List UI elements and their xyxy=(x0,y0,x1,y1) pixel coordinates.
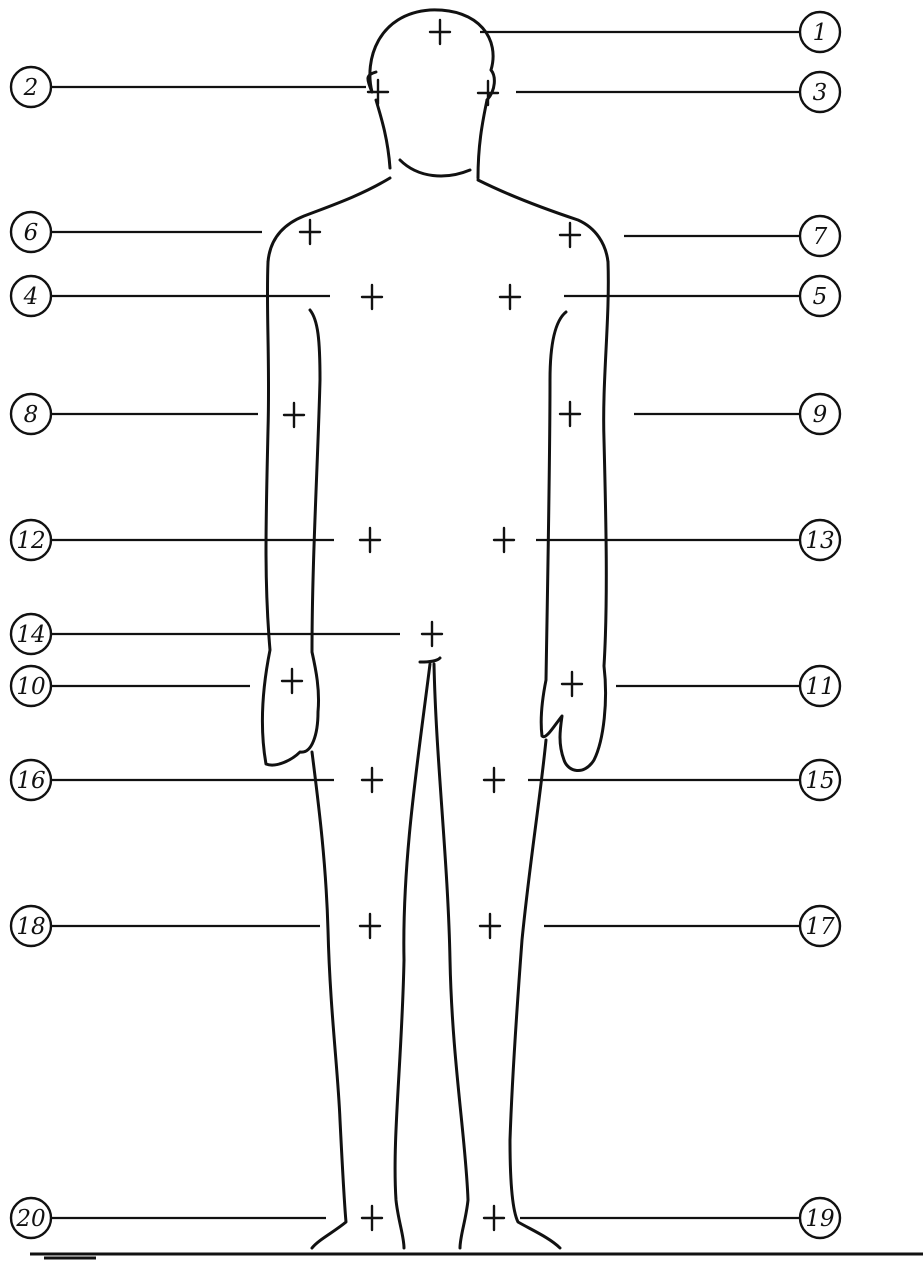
head-outline xyxy=(368,10,494,100)
point-label-19: 19 xyxy=(800,1198,840,1238)
face-outline xyxy=(376,100,487,178)
point-label-14: 14 xyxy=(11,614,51,654)
measurement-cross-17 xyxy=(480,914,500,938)
point-label-11: 11 xyxy=(800,666,840,706)
point-label-text: 15 xyxy=(805,768,834,794)
right-arm-outline xyxy=(541,262,608,771)
measurement-cross-16 xyxy=(362,768,382,792)
point-label-20: 20 xyxy=(11,1198,51,1238)
point-label-text: 12 xyxy=(16,528,45,554)
point-label-15: 15 xyxy=(800,760,840,800)
leader-lines xyxy=(52,32,800,1218)
point-label-text: 13 xyxy=(805,528,834,554)
point-label-17: 17 xyxy=(800,906,840,946)
point-label-18: 18 xyxy=(11,906,51,946)
point-label-6: 6 xyxy=(11,212,51,252)
point-label-text: 6 xyxy=(24,220,39,246)
measurement-cross-12 xyxy=(360,528,380,552)
point-label-text: 16 xyxy=(16,768,45,794)
right-leg-outline xyxy=(434,664,560,1248)
measurement-cross-1 xyxy=(430,20,450,44)
measurement-cross-4 xyxy=(362,285,382,309)
point-label-text: 14 xyxy=(16,622,45,648)
point-label-1: 1 xyxy=(800,12,840,52)
measurement-crosses xyxy=(282,20,582,1230)
point-label-text: 7 xyxy=(813,224,828,250)
point-label-text: 3 xyxy=(813,80,828,106)
measurement-cross-18 xyxy=(360,914,380,938)
measurement-cross-7 xyxy=(560,223,580,247)
measurement-cross-19 xyxy=(484,1206,504,1230)
point-label-text: 11 xyxy=(805,674,834,700)
shoulders-outline xyxy=(268,178,608,262)
point-label-text: 4 xyxy=(23,284,39,310)
point-label-8: 8 xyxy=(11,394,51,434)
measurement-cross-20 xyxy=(362,1206,382,1230)
body-outline xyxy=(263,10,609,1248)
measurement-cross-10 xyxy=(282,669,302,693)
point-label-10: 10 xyxy=(11,666,51,706)
point-label-9: 9 xyxy=(800,394,840,434)
point-label-text: 2 xyxy=(23,75,39,101)
left-leg-outline xyxy=(312,658,440,1248)
point-label-text: 19 xyxy=(805,1206,834,1232)
point-label-13: 13 xyxy=(800,520,840,560)
measurement-cross-14 xyxy=(422,622,442,646)
point-label-text: 20 xyxy=(15,1206,45,1232)
point-label-5: 5 xyxy=(800,276,840,316)
measurement-cross-9 xyxy=(560,402,580,426)
point-label-text: 1 xyxy=(813,20,828,46)
measurement-cross-6 xyxy=(300,220,320,244)
point-label-16: 16 xyxy=(11,760,51,800)
measurement-cross-5 xyxy=(500,285,520,309)
point-label-12: 12 xyxy=(11,520,51,560)
point-label-7: 7 xyxy=(800,216,840,256)
point-label-2: 2 xyxy=(11,67,51,107)
measurement-cross-11 xyxy=(562,672,582,696)
point-label-4: 4 xyxy=(11,276,51,316)
point-label-text: 17 xyxy=(805,914,835,940)
point-label-text: 8 xyxy=(24,402,39,428)
point-label-text: 10 xyxy=(16,674,45,700)
measurement-cross-8 xyxy=(284,403,304,427)
measurement-cross-15 xyxy=(484,768,504,792)
point-label-text: 18 xyxy=(16,914,45,940)
point-label-3: 3 xyxy=(800,72,840,112)
measurement-cross-13 xyxy=(494,528,514,552)
point-label-text: 9 xyxy=(813,402,828,428)
point-label-text: 5 xyxy=(813,284,828,310)
